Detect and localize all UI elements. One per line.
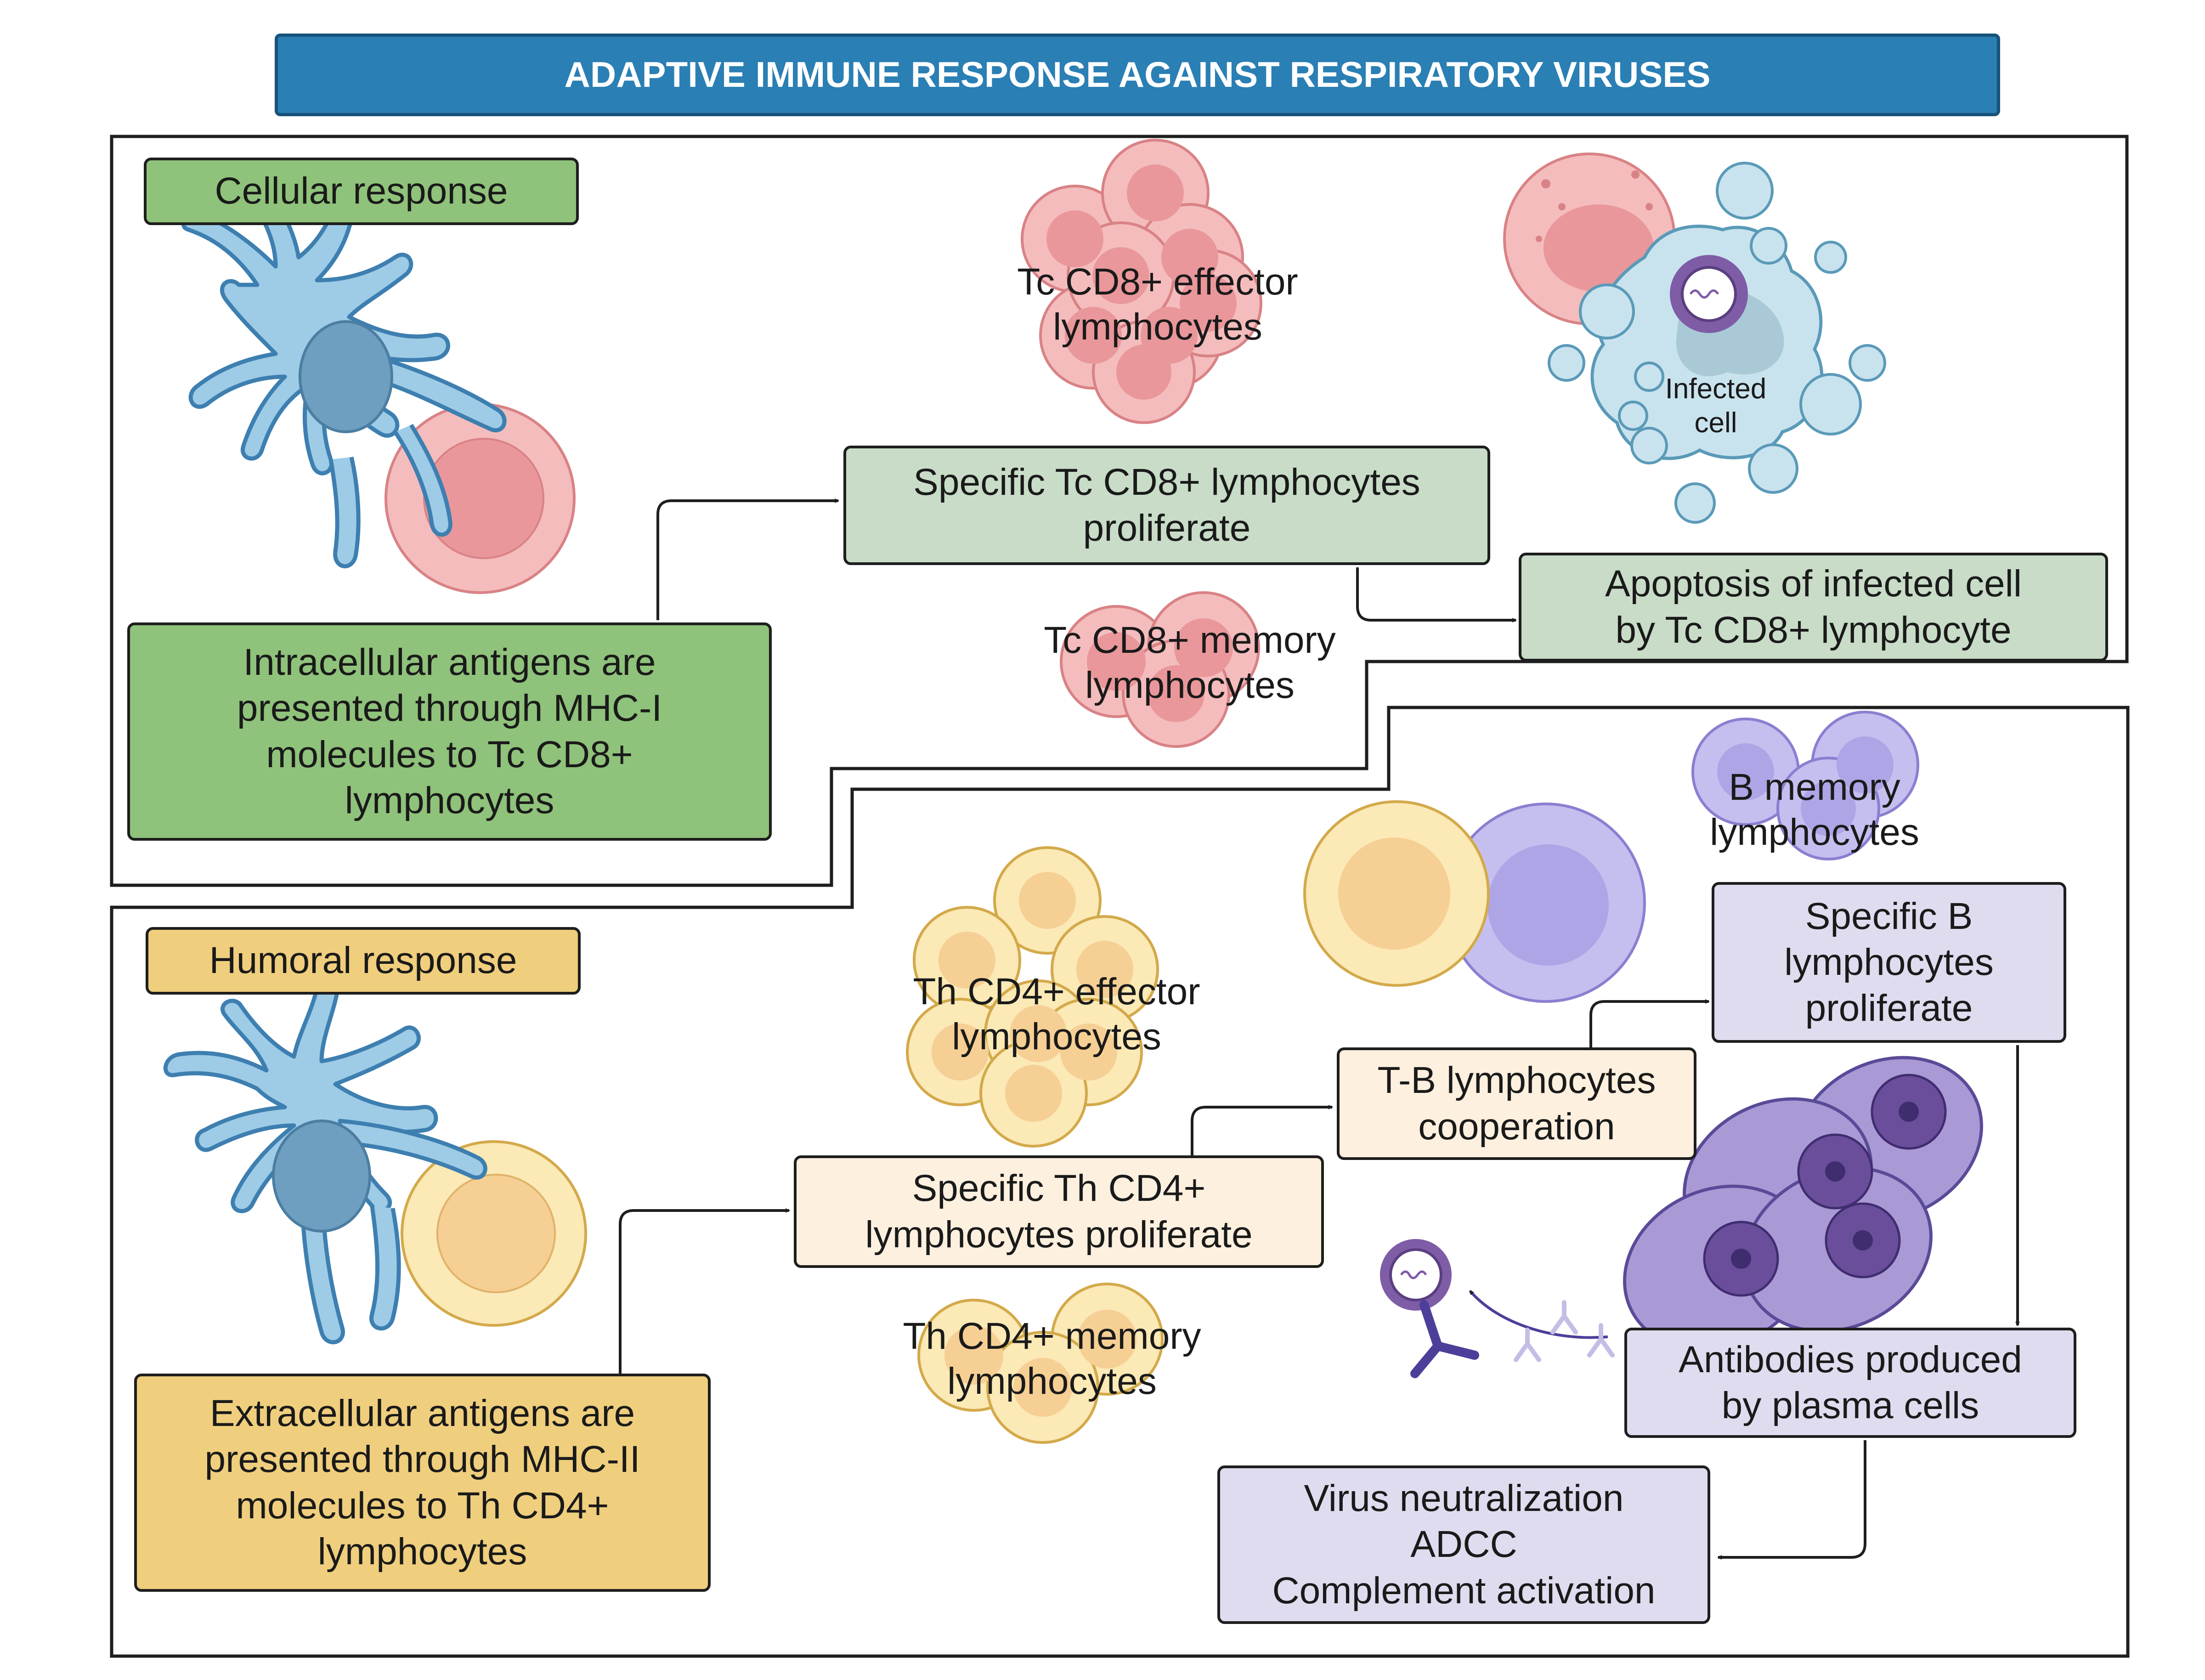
arrow-mhc2-to-th-proliferation xyxy=(619,1208,790,1374)
tc-effector-label: Tc CD8+ effector lymphocytes xyxy=(1017,261,1298,348)
tc-proliferation-box: Specific Tc CD8+ lymphocytes proliferate xyxy=(843,446,1490,565)
immune-outcomes-box: Virus neutralization ADCC Complement act… xyxy=(1217,1465,1710,1624)
apoptosis-box: Apoptosis of infected cell by Tc CD8+ ly… xyxy=(1519,553,2108,662)
humoral-response-label: Humoral response xyxy=(146,927,581,995)
tc-cd8-cell-icon xyxy=(384,403,576,594)
tb-cooperation-box: T-B lymphocytes cooperation xyxy=(1337,1047,1696,1160)
humoral-panel-frame xyxy=(110,706,2130,1658)
th-effector-label: Th CD4+ effector lymphocytes xyxy=(913,971,1200,1058)
arrow-mhc1-to-tc-proliferation xyxy=(656,498,839,620)
th-proliferation-box: Specific Th CD4+ lymphocytes proliferate xyxy=(794,1155,1324,1268)
virus-with-antibodies-icon xyxy=(1380,1239,1615,1378)
b-proliferation-box: Specific B lymphocytes proliferate xyxy=(1712,882,2066,1043)
th-cell-icon xyxy=(1303,800,1490,987)
dendritic-cell-icon xyxy=(181,174,507,568)
th-memory-label: Th CD4+ memory lymphocytes xyxy=(903,1315,1201,1403)
b-memory-cluster-icon xyxy=(1691,711,1919,860)
antibodies-box: Antibodies produced by plasma cells xyxy=(1624,1328,2076,1438)
cellular-response-label: Cellular response xyxy=(144,158,579,225)
arrow-th-proliferation-to-tb-cooperation xyxy=(1191,1105,1333,1155)
diagram-title: ADAPTIVE IMMUNE RESPONSE AGAINST RESPIRA… xyxy=(564,54,1711,95)
infected-cell-label: Infected cell xyxy=(1665,373,1767,439)
tc-effector-cluster-icon xyxy=(1021,139,1262,424)
tc-memory-label: Tc CD8+ memory lymphocytes xyxy=(1044,619,1336,707)
b-cell-icon xyxy=(1446,803,1646,1003)
arrow-tc-proliferation-to-apoptosis xyxy=(1356,567,1517,622)
th-memory-cluster-icon xyxy=(917,1283,1164,1444)
tc-memory-cluster-icon xyxy=(1060,591,1260,748)
dendritic-cell-icon xyxy=(163,976,487,1345)
plasma-cells-icon xyxy=(1623,1056,1983,1352)
b-memory-label: B memory lymphocytes xyxy=(1710,766,1919,854)
th-effector-cluster-icon xyxy=(906,846,1159,1148)
th-cd4-cell-icon xyxy=(401,1140,587,1327)
diagram-title-banner: ADAPTIVE IMMUNE RESPONSE AGAINST RESPIRA… xyxy=(275,34,2000,116)
arrow-antibodies-to-outcomes xyxy=(1717,1440,1866,1560)
arrow-tb-cooperation-to-b-proliferation xyxy=(1589,999,1710,1047)
mhc1-antigen-presentation-box: Intracellular antigens are presented thr… xyxy=(127,622,772,841)
virus-particle-icon xyxy=(1670,255,1748,333)
mhc2-antigen-presentation-box: Extracellular antigens are presented thr… xyxy=(134,1374,711,1592)
cellular-panel-frame xyxy=(110,135,2129,887)
infected-cell-icon xyxy=(1503,153,1886,524)
